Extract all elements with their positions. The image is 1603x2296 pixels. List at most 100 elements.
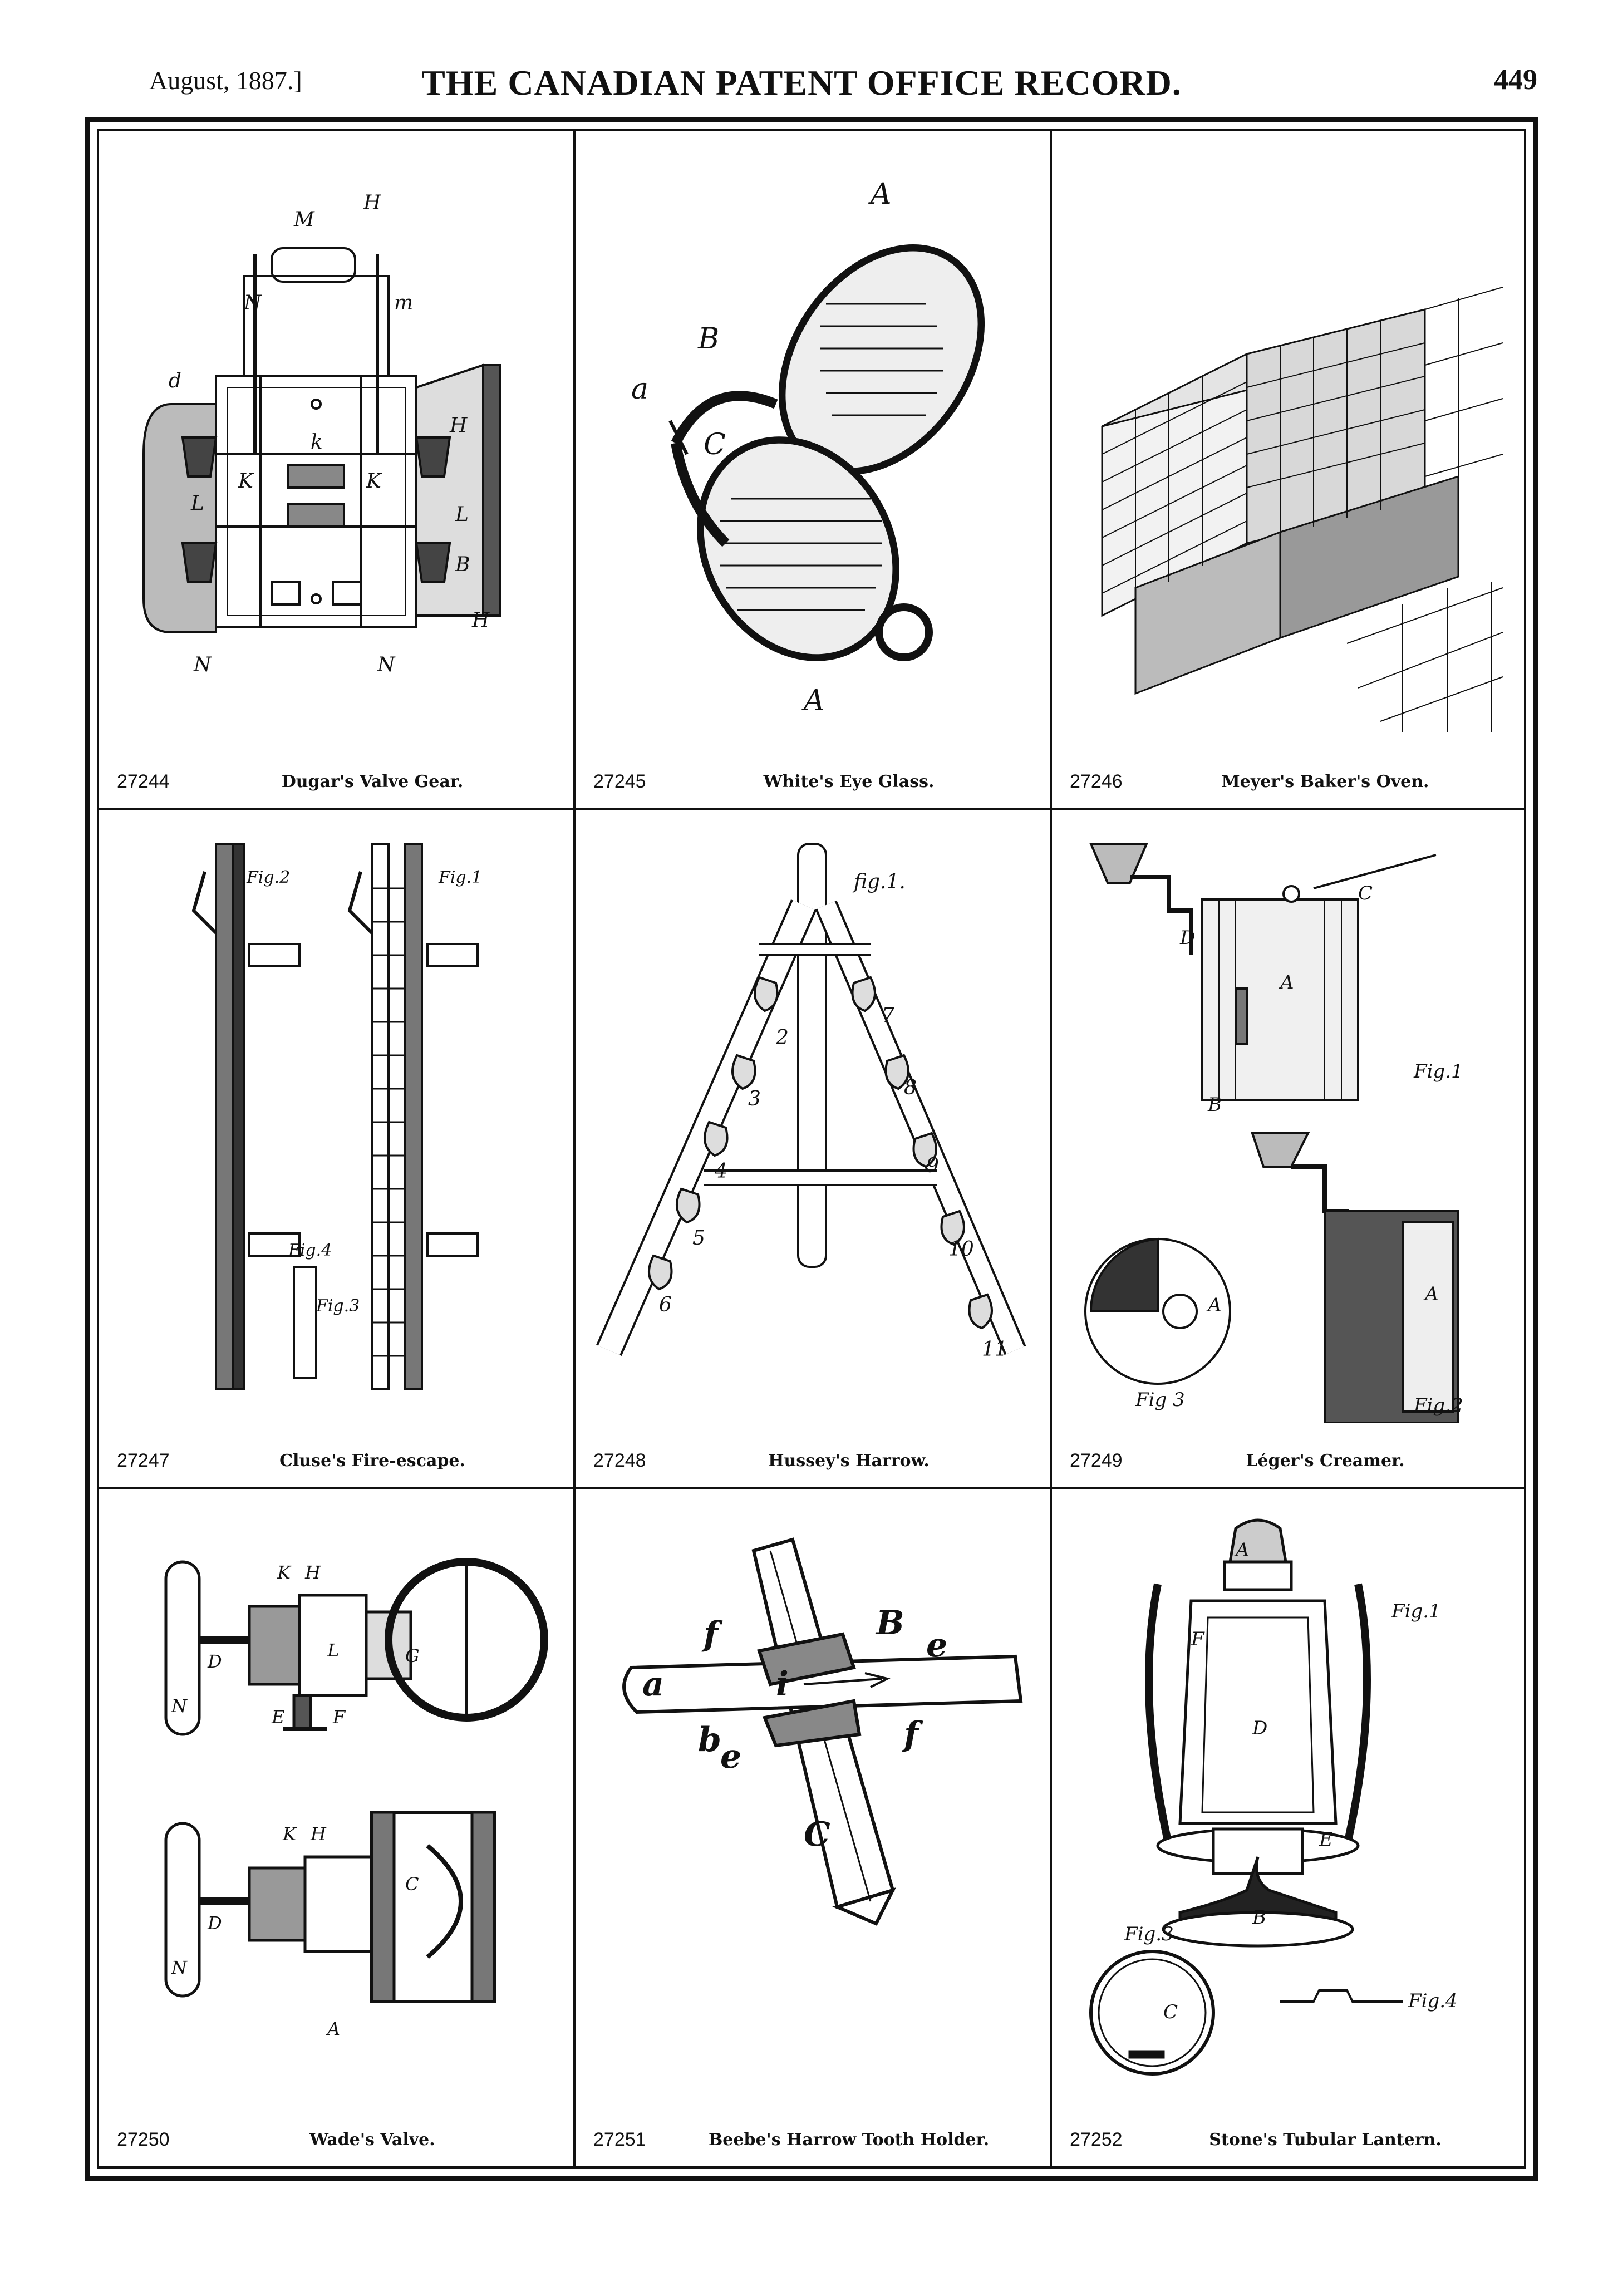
- eye-glass-illustration: ABa CA: [631, 178, 985, 717]
- patent-caption: Dugar's Valve Gear.: [281, 772, 464, 791]
- svg-text:D: D: [207, 1651, 222, 1672]
- svg-text:a: a: [642, 1665, 664, 1704]
- patent-caption: Wade's Valve.: [309, 2130, 435, 2150]
- svg-text:C: C: [804, 1815, 830, 1854]
- svg-text:4: 4: [714, 1160, 727, 1183]
- svg-text:C: C: [1163, 2001, 1178, 2023]
- svg-text:a: a: [631, 372, 648, 406]
- svg-text:D: D: [1179, 927, 1195, 949]
- svg-text:e: e: [926, 1626, 947, 1665]
- svg-text:Fig.3: Fig.3: [316, 1296, 360, 1316]
- patent-number: 27244: [117, 771, 170, 792]
- svg-text:N: N: [193, 653, 212, 676]
- svg-text:i: i: [776, 1665, 789, 1704]
- svg-text:K: K: [282, 1823, 297, 1845]
- patent-number: 27249: [1070, 1450, 1123, 1471]
- svg-text:k: k: [311, 431, 323, 454]
- grid-divider-horizontal: [99, 808, 1524, 810]
- svg-text:H: H: [310, 1823, 327, 1845]
- svg-text:Fig.2: Fig.2: [246, 868, 290, 887]
- grid-divider-vertical: [1050, 131, 1052, 2166]
- patent-caption: Cluse's Fire-escape.: [279, 1451, 465, 1471]
- svg-text:A: A: [1234, 1539, 1250, 1561]
- grid-divider-vertical: [573, 131, 576, 2166]
- svg-text:Fig.3: Fig.3: [1124, 1923, 1174, 1945]
- svg-text:A: A: [802, 684, 825, 717]
- svg-text:Fig.1: Fig.1: [1413, 1060, 1463, 1083]
- svg-text:N: N: [243, 292, 262, 314]
- svg-text:Fig 3: Fig 3: [1135, 1389, 1185, 1411]
- svg-text:Fig.4: Fig.4: [288, 1241, 332, 1260]
- svg-text:A: A: [1279, 971, 1294, 994]
- svg-text:L: L: [190, 492, 204, 515]
- patent-panel-27246: 27246 Meyer's Baker's Oven.: [1052, 131, 1526, 808]
- patent-caption: Hussey's Harrow.: [768, 1451, 930, 1471]
- svg-text:D: D: [207, 1912, 222, 1934]
- svg-text:L: L: [327, 1640, 339, 1661]
- svg-text:E: E: [271, 1707, 284, 1728]
- svg-text:H: H: [471, 609, 490, 632]
- svg-text:f: f: [701, 1615, 723, 1654]
- svg-text:C: C: [704, 428, 726, 461]
- svg-text:b: b: [698, 1720, 721, 1759]
- svg-text:A: A: [1423, 1283, 1439, 1305]
- svg-text:D: D: [1252, 1717, 1267, 1739]
- svg-text:Fig.1: Fig.1: [1391, 1600, 1441, 1623]
- svg-text:B: B: [1207, 1094, 1222, 1116]
- svg-text:Fig.1: Fig.1: [438, 868, 482, 887]
- svg-text:C: C: [1358, 882, 1373, 904]
- svg-text:10: 10: [948, 1238, 974, 1261]
- svg-text:B: B: [1252, 1906, 1266, 1929]
- svg-text:m: m: [394, 292, 413, 314]
- patent-number: 27250: [117, 2129, 170, 2150]
- svg-text:H: H: [449, 414, 468, 437]
- patent-caption: Meyer's Baker's Oven.: [1221, 772, 1429, 791]
- patent-caption: Stone's Tubular Lantern.: [1209, 2130, 1442, 2150]
- svg-text:F: F: [1191, 1628, 1205, 1650]
- patent-caption: Léger's Creamer.: [1246, 1451, 1405, 1471]
- issue-date: August, 1887.]: [149, 66, 302, 95]
- svg-text:H: H: [304, 1562, 321, 1583]
- svg-text:A: A: [326, 2018, 340, 2039]
- svg-text:N: N: [171, 1957, 188, 1978]
- svg-text:11: 11: [982, 1338, 1007, 1361]
- svg-text:B: B: [875, 1604, 904, 1643]
- patent-caption: White's Eye Glass.: [763, 772, 935, 791]
- svg-text:7: 7: [882, 1004, 894, 1027]
- svg-text:C: C: [405, 1874, 419, 1895]
- svg-text:2: 2: [775, 1026, 789, 1049]
- outer-border: [85, 117, 1538, 2181]
- svg-text:fig.1.: fig.1.: [852, 871, 906, 893]
- svg-text:F: F: [332, 1707, 346, 1728]
- svg-text:A: A: [868, 178, 892, 211]
- svg-text:L: L: [455, 503, 469, 526]
- svg-text:Fig.2: Fig.2: [1413, 1394, 1463, 1417]
- patent-number: 27246: [1070, 771, 1123, 792]
- svg-text:M: M: [293, 208, 315, 231]
- svg-text:K: K: [277, 1562, 292, 1583]
- svg-text:E: E: [1319, 1828, 1333, 1851]
- svg-text:3: 3: [748, 1088, 761, 1110]
- svg-text:N: N: [377, 653, 396, 676]
- svg-text:G: G: [405, 1645, 420, 1666]
- page-number: 449: [1494, 64, 1537, 96]
- grid-divider-horizontal: [99, 1487, 1524, 1489]
- svg-text:f: f: [902, 1715, 923, 1754]
- page-header: August, 1887.] THE CANADIAN PATENT OFFIC…: [0, 63, 1603, 110]
- svg-text:K: K: [238, 470, 254, 493]
